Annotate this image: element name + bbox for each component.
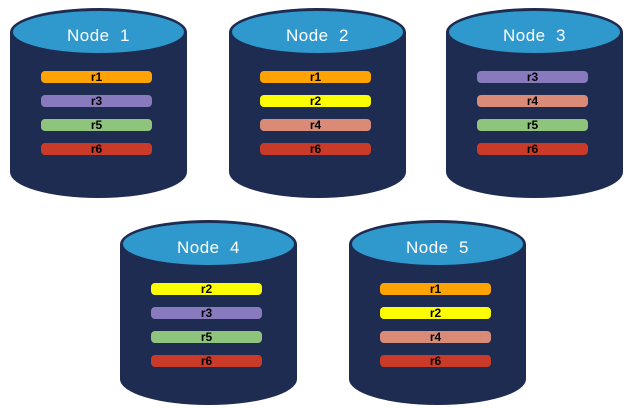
replica-bar: r6 [39,141,154,157]
replica-bar: r4 [378,329,493,345]
node-5-cylinder-body [349,244,526,405]
replica-bar: r1 [258,69,373,85]
node-2-cylinder: Node 2 r1 r2 r4 r6 [229,8,406,198]
node-1-title: Node 1 [66,25,131,45]
node-3-cylinder-body [446,32,623,198]
replica-bar: r1 [39,69,154,85]
node-3-cylinder-top: Node 3 [446,8,623,56]
replica-bar: r3 [475,69,590,85]
node-3-title: Node 3 [502,25,567,45]
node-2-replica-list: r1 r2 r4 r6 [258,69,373,157]
replica-bar: r2 [258,93,373,109]
node-3-cylinder: Node 3 r3 r4 r5 r6 [446,8,623,198]
node-1-replica-list: r1 r3 r5 r6 [39,69,154,157]
replica-bar: r1 [378,281,493,297]
replica-bar: r2 [149,281,264,297]
node-5-cylinder-top: Node 5 [349,220,526,268]
replica-bar: r6 [258,141,373,157]
replica-bar: r3 [149,305,264,321]
node-4-replica-list: r2 r3 r5 r6 [149,281,264,369]
node-1-cylinder-top: Node 1 [10,8,187,56]
node-2-cylinder-top: Node 2 [229,8,406,56]
replica-bar: r4 [258,117,373,133]
node-4-cylinder-body [120,244,297,405]
node-5-replica-list: r1 r2 r4 r6 [378,281,493,369]
node-4-cylinder: Node 4 r2 r3 r5 r6 [120,220,297,405]
node-3-replica-list: r3 r4 r5 r6 [475,69,590,157]
replica-bar: r3 [39,93,154,109]
node-1-cylinder-body [10,32,187,198]
node-1-cylinder: Node 1 r1 r3 r5 r6 [10,8,187,198]
replica-bar: r6 [149,353,264,369]
replica-bar: r5 [149,329,264,345]
replica-bar: r5 [475,117,590,133]
replica-bar: r6 [378,353,493,369]
replica-bar: r6 [475,141,590,157]
node-5-cylinder: Node 5 r1 r2 r4 r6 [349,220,526,405]
node-4-title: Node 4 [176,237,241,257]
node-5-title: Node 5 [405,237,470,257]
replica-bar: r4 [475,93,590,109]
node-2-cylinder-body [229,32,406,198]
replica-bar: r5 [39,117,154,133]
node-2-title: Node 2 [285,25,350,45]
replica-bar: r2 [378,305,493,321]
node-4-cylinder-top: Node 4 [120,220,297,268]
